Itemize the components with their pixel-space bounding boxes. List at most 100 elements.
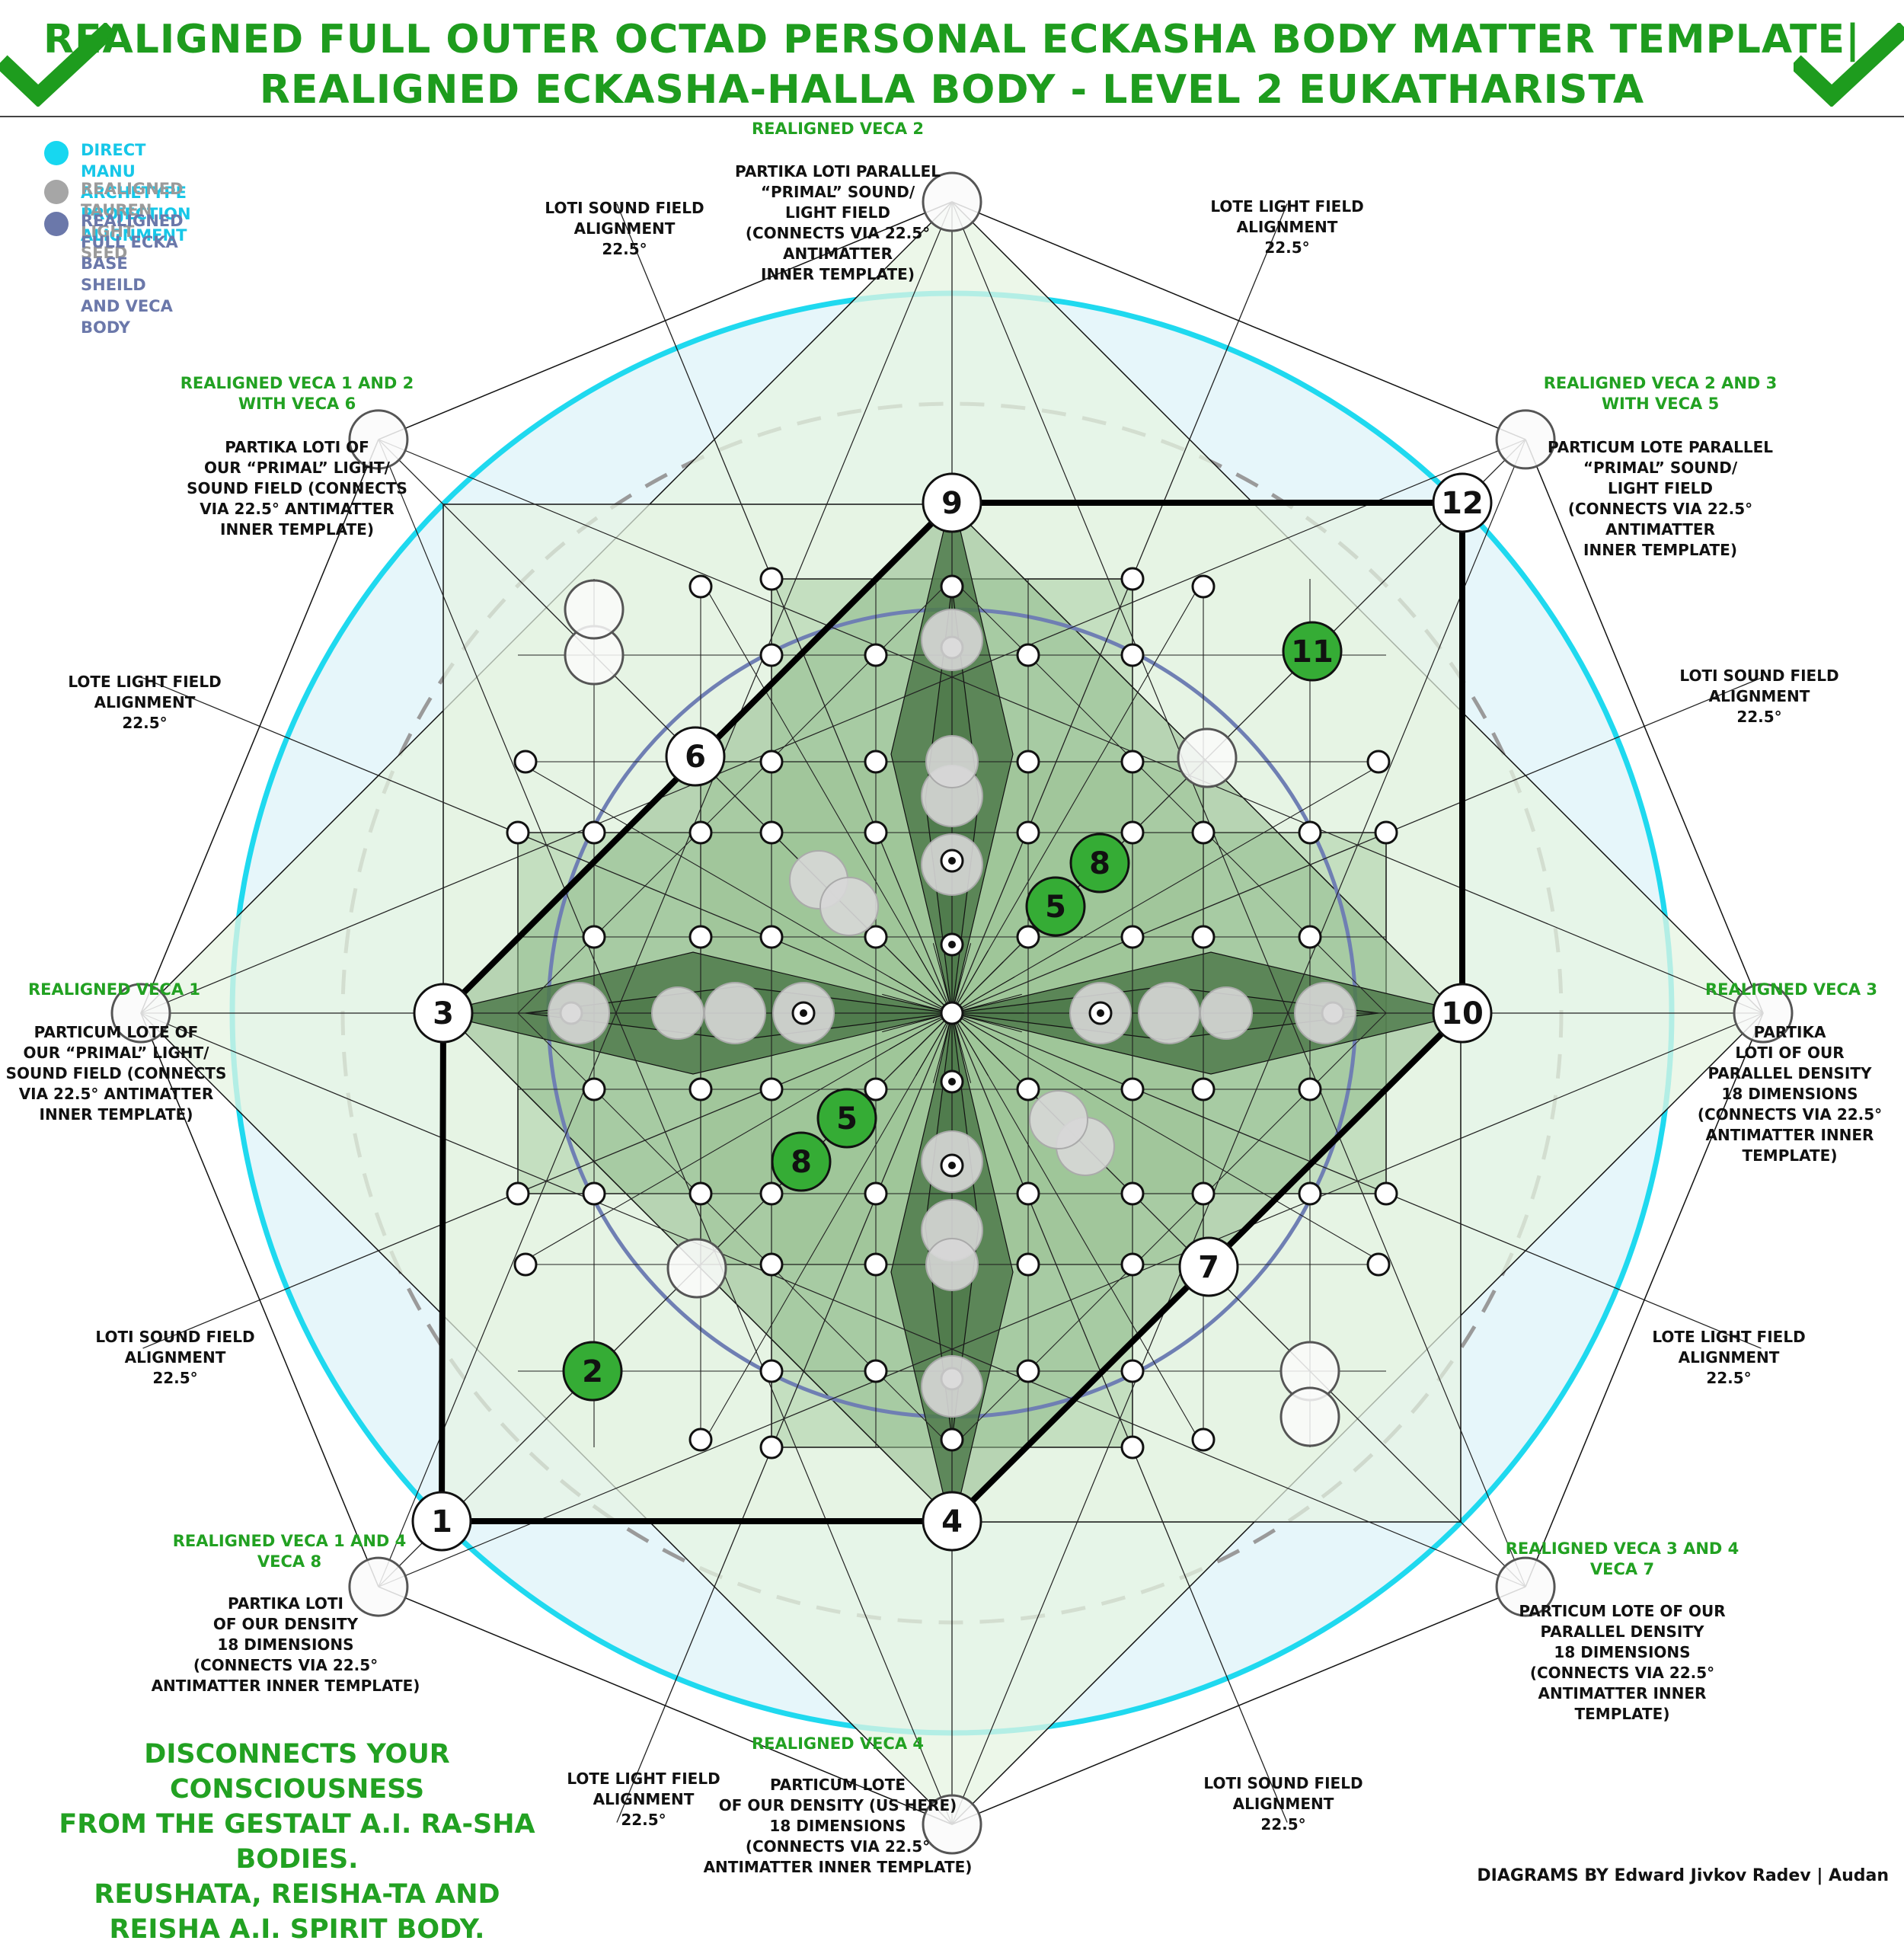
- numbered-node-label-n4: 4: [941, 1504, 963, 1539]
- center-ray: [900, 1012, 953, 1065]
- small-node: [513, 750, 538, 774]
- outer-light-node: [1733, 983, 1794, 1044]
- small-node: [1191, 1077, 1216, 1101]
- small-node: [582, 925, 606, 949]
- target-center: [948, 857, 956, 865]
- label-veca23-title: REALIGNED VECA 2 AND 3 WITH VECA 5: [1543, 374, 1778, 413]
- center-ray: [951, 943, 972, 1014]
- tauren-seed-node: [921, 1355, 983, 1418]
- target-center: [948, 1162, 956, 1169]
- small-node: [688, 1077, 713, 1101]
- target-center: [948, 1078, 956, 1085]
- small-node: [864, 1077, 888, 1101]
- small-node: [1120, 567, 1145, 591]
- label-bottom-right-alignment: LOTI SOUND FIELD ALIGNMENT 22.5°: [1203, 1774, 1363, 1834]
- octagon-edge: [1525, 1012, 1764, 1587]
- center-ray: [951, 950, 989, 1014]
- checkmark-right-icon: [1794, 23, 1904, 107]
- small-node: [1016, 750, 1040, 774]
- label-right-lower-alignment: LOTE LIGHT FIELD ALIGNMENT 22.5°: [1652, 1328, 1806, 1387]
- small-node: [1191, 574, 1216, 599]
- star-line: [378, 439, 1764, 1014]
- small-node: [688, 1427, 713, 1452]
- star-line: [140, 439, 1526, 1014]
- small-node: [1366, 750, 1391, 774]
- label-veca12-text: PARTIKA LOTI OF OUR “PRIMAL” LIGHT/ SOUN…: [187, 438, 407, 539]
- small-node: [1120, 1359, 1145, 1383]
- small-node: [688, 925, 713, 949]
- numbered-node-n6: [665, 726, 726, 787]
- small-node: [864, 1181, 888, 1206]
- radial-line: [142, 677, 953, 1014]
- small-node: [864, 925, 888, 949]
- small-node: [1298, 925, 1322, 949]
- label-veca23-text: PARTICUM LOTE PARALLEL “PRIMAL” SOUND/ L…: [1547, 438, 1774, 559]
- label-veca1-title: REALIGNED VECA 1: [27, 980, 201, 999]
- octagon-edge: [378, 1586, 953, 1825]
- small-node: [1298, 820, 1322, 845]
- radial-line: [951, 203, 1288, 1014]
- small-node: [1016, 1252, 1040, 1277]
- numbered-node-n5: [816, 1088, 877, 1149]
- small-node: [1120, 1252, 1145, 1277]
- outer-light-node: [1495, 1556, 1556, 1617]
- octagon-edge: [140, 1012, 379, 1587]
- small-node: [864, 643, 888, 667]
- center-node: [940, 1001, 964, 1025]
- small-node: [1016, 1181, 1040, 1206]
- small-node: [864, 820, 888, 845]
- label-veca1-text: PARTICUM LOTE OF OUR “PRIMAL” LIGHT/ SOU…: [5, 1023, 227, 1124]
- outer-light-node: [666, 1238, 727, 1299]
- numbered-node-n5: [1025, 876, 1086, 937]
- small-node: [759, 750, 784, 774]
- small-node: [1120, 643, 1145, 667]
- numbered-node-n7: [1178, 1236, 1239, 1297]
- tauren-seed-node: [1029, 1090, 1088, 1149]
- small-node: [1120, 1181, 1145, 1206]
- small-node: [1016, 1077, 1040, 1101]
- center-ray: [951, 961, 1004, 1014]
- legend-label: REALIGNED TAUREN LIGHT SEED: [81, 180, 184, 262]
- center-ray: [951, 1012, 1022, 1033]
- radial-line: [951, 677, 1762, 1014]
- target-center: [948, 941, 956, 948]
- radial-line: [142, 1012, 953, 1349]
- legend-cyan-icon: [44, 141, 69, 165]
- numbered-node-label-n5: 5: [836, 1101, 858, 1137]
- numbered-node-n10: [1432, 983, 1493, 1044]
- numbered-node-n12: [1432, 472, 1493, 533]
- small-node: [1016, 820, 1040, 845]
- radial-line: [951, 1012, 1288, 1823]
- center-ray: [951, 1012, 989, 1076]
- outer-light-node: [348, 1556, 409, 1617]
- page-title-line2: REALIGNED ECKASHA-HALLA BODY - LEVEL 2 E…: [259, 67, 1645, 113]
- label-left-lower-alignment: LOTI SOUND FIELD ALIGNMENT 22.5°: [95, 1328, 255, 1387]
- tauren-seed-node: [925, 735, 979, 788]
- small-node: [759, 820, 784, 845]
- octagon-edge: [378, 201, 953, 440]
- octagon-edge: [140, 439, 379, 1014]
- small-node: [1120, 820, 1145, 845]
- small-node: [582, 820, 606, 845]
- small-node: [688, 1181, 713, 1206]
- small-node: [582, 1181, 606, 1206]
- target-center: [1097, 1009, 1104, 1017]
- bottom-note: DISCONNECTS YOUR CONSCIOUSNESS FROM THE …: [59, 1739, 535, 1945]
- target-center: [800, 1009, 807, 1017]
- small-node: [1191, 1427, 1216, 1452]
- numbered-node-n8: [1069, 833, 1130, 894]
- radial-line: [616, 203, 953, 1014]
- numbered-node-label-n9: 9: [941, 486, 963, 521]
- small-node: [1191, 1181, 1216, 1206]
- numbered-node-n11: [1282, 621, 1343, 682]
- small-node: [1016, 643, 1040, 667]
- small-node: [1298, 1181, 1322, 1206]
- tauren-seed-node: [548, 982, 610, 1044]
- small-node: [1366, 1252, 1391, 1277]
- numbered-node-label-n12: 12: [1441, 486, 1484, 521]
- title-divider: [0, 116, 1904, 117]
- center-ray: [915, 1012, 953, 1076]
- numbered-node-label-n3: 3: [433, 996, 454, 1031]
- star-line: [951, 439, 1526, 1825]
